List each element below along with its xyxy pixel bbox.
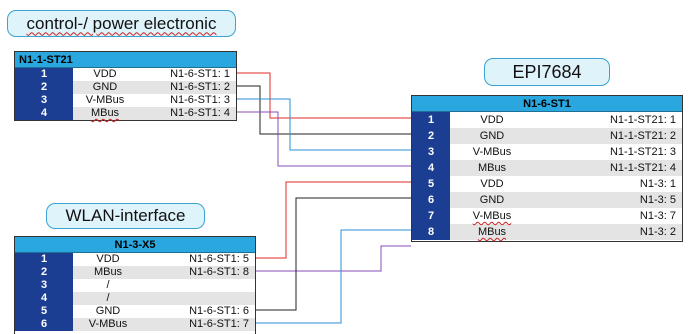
signal-name: VDD	[480, 114, 504, 126]
table-row: 5 VDD N1-3: 1	[412, 176, 682, 192]
pin-number: 4	[15, 292, 73, 305]
pin-number: 7	[412, 208, 450, 224]
epi7684-label: EPI7684	[484, 58, 610, 86]
table-rows: 1 VDD N1-6-ST1: 1 2 GND N1-6-ST1: 2 3 V-…	[15, 68, 236, 120]
target-pin: N1-1-ST21: 2	[609, 130, 676, 142]
target-pin: N1-6-ST1: 3	[170, 94, 230, 106]
signal-name: V-MBus	[472, 146, 512, 158]
wire-vmbus-x5-6	[256, 229, 411, 324]
pin-number: 2	[412, 128, 450, 144]
pin-number: 2	[15, 266, 73, 279]
target-pin: N1-6-ST1: 2	[170, 81, 230, 93]
table-row: 2 MBus N1-6-ST1: 8	[15, 266, 255, 279]
control-power-electronic-text: control-/ power electronic	[26, 13, 217, 33]
table-header: N1-6-ST1	[412, 96, 682, 112]
wire-vdd-x5-1	[256, 181, 411, 259]
signal-name: V-MBus	[88, 318, 128, 330]
table-row: 6 GND N1-3: 5	[412, 192, 682, 208]
table-row: 3 V-MBus N1-1-ST21: 3	[412, 144, 682, 160]
signal-name: GND	[95, 305, 121, 317]
target-pin: N1-1-ST21: 4	[609, 162, 676, 174]
signal-name: V-MBus	[472, 210, 512, 222]
table-row: 2 GND N1-6-ST1: 2	[15, 81, 236, 94]
target-pin: N1-6-ST1: 1	[170, 68, 230, 80]
wlan-interface-text: WLAN-interface	[65, 206, 186, 225]
signal-name: GND	[92, 81, 118, 93]
wire-vdd-st21-1	[237, 72, 411, 119]
wire-gnd-x5-5	[256, 197, 411, 311]
table-row: 1 VDD N1-6-ST1: 1	[15, 68, 236, 81]
pin-number: 5	[412, 176, 450, 192]
signal-name: /	[106, 279, 110, 291]
pin-number: 5	[15, 305, 73, 318]
target-pin: N1-3: 2	[639, 226, 676, 238]
target-pin: N1-6-ST1: 7	[189, 318, 249, 330]
table-row: 4 /	[15, 292, 255, 305]
target-pin: N1-6-ST1: 6	[189, 305, 249, 317]
table-row: 1 VDD N1-1-ST21: 1	[412, 112, 682, 128]
target-pin: N1-6-ST1: 8	[189, 266, 249, 278]
table-row: 6 V-MBus N1-6-ST1: 7	[15, 318, 255, 331]
pin-number: 4	[412, 160, 450, 176]
pin-number: 3	[412, 144, 450, 160]
target-pin: N1-6-ST1: 4	[170, 107, 230, 119]
target-pin: N1-1-ST21: 1	[609, 114, 676, 126]
table-row: 2 GND N1-1-ST21: 2	[412, 128, 682, 144]
target-pin: N1-3: 1	[639, 178, 676, 190]
pin-number: 2	[15, 81, 73, 94]
pin-number: 6	[412, 192, 450, 208]
table-row: 7 V-MBus N1-3: 7	[412, 208, 682, 224]
wire-mbus-st21-4	[237, 111, 411, 167]
pin-number: 1	[412, 112, 450, 128]
signal-name: VDD	[96, 253, 120, 265]
connector-table-n1-3-x5: N1-3-X5 1 VDD N1-6-ST1: 5 2 MBus N1-6-ST…	[14, 236, 256, 334]
table-header: N1-1-ST21	[15, 52, 236, 68]
wlan-interface-label: WLAN-interface	[46, 203, 205, 229]
table-row: 4 MBus N1-1-ST21: 4	[412, 160, 682, 176]
connector-table-n1-1-st21: N1-1-ST21 1 VDD N1-6-ST1: 1 2 GND N1-6-S…	[14, 51, 237, 121]
connector-table-n1-6-st1: N1-6-ST1 1 VDD N1-1-ST21: 1 2 GND N1-1-S…	[411, 95, 683, 242]
pin-number: 1	[15, 68, 73, 81]
signal-name: V-MBus	[85, 94, 125, 106]
signal-name: MBus	[477, 162, 507, 174]
table-row: 4 MBus N1-6-ST1: 4	[15, 107, 236, 120]
table-row: 8 MBus N1-3: 2	[412, 224, 682, 240]
signal-name: /	[106, 292, 110, 304]
table-row: 3 V-MBus N1-6-ST1: 3	[15, 94, 236, 107]
target-pin: N1-3: 7	[639, 210, 676, 222]
table-row: 5 GND N1-6-ST1: 6	[15, 305, 255, 318]
target-pin: N1-3: 5	[639, 194, 676, 206]
wire-vmbus-st21-3	[237, 98, 411, 151]
signal-name: MBus	[93, 266, 123, 278]
wire-gnd-st21-2	[237, 85, 411, 135]
signal-name: VDD	[93, 68, 117, 80]
table-row: 3 /	[15, 279, 255, 292]
pin-number: 3	[15, 94, 73, 107]
pin-number: 3	[15, 279, 73, 292]
wire-mbus-x5-2	[256, 245, 411, 272]
pin-number: 6	[15, 318, 73, 331]
pin-number: 1	[15, 253, 73, 266]
signal-name: GND	[479, 194, 505, 206]
control-power-electronic-label: control-/ power electronic	[7, 10, 236, 37]
signal-name: VDD	[480, 178, 504, 190]
table-header: N1-3-X5	[15, 237, 255, 253]
epi7684-text: EPI7684	[512, 61, 582, 82]
pin-number: 8	[412, 224, 450, 240]
target-pin: N1-1-ST21: 3	[609, 146, 676, 158]
table-row: 1 VDD N1-6-ST1: 5	[15, 253, 255, 266]
pin-number: 4	[15, 107, 73, 120]
signal-name: GND	[479, 130, 505, 142]
target-pin: N1-6-ST1: 5	[189, 253, 249, 265]
signal-name: MBus	[90, 107, 120, 119]
table-rows: 1 VDD N1-1-ST21: 1 2 GND N1-1-ST21: 2 3 …	[412, 112, 682, 240]
signal-name: MBus	[477, 226, 507, 238]
table-rows: 1 VDD N1-6-ST1: 5 2 MBus N1-6-ST1: 8 3 /…	[15, 253, 255, 331]
